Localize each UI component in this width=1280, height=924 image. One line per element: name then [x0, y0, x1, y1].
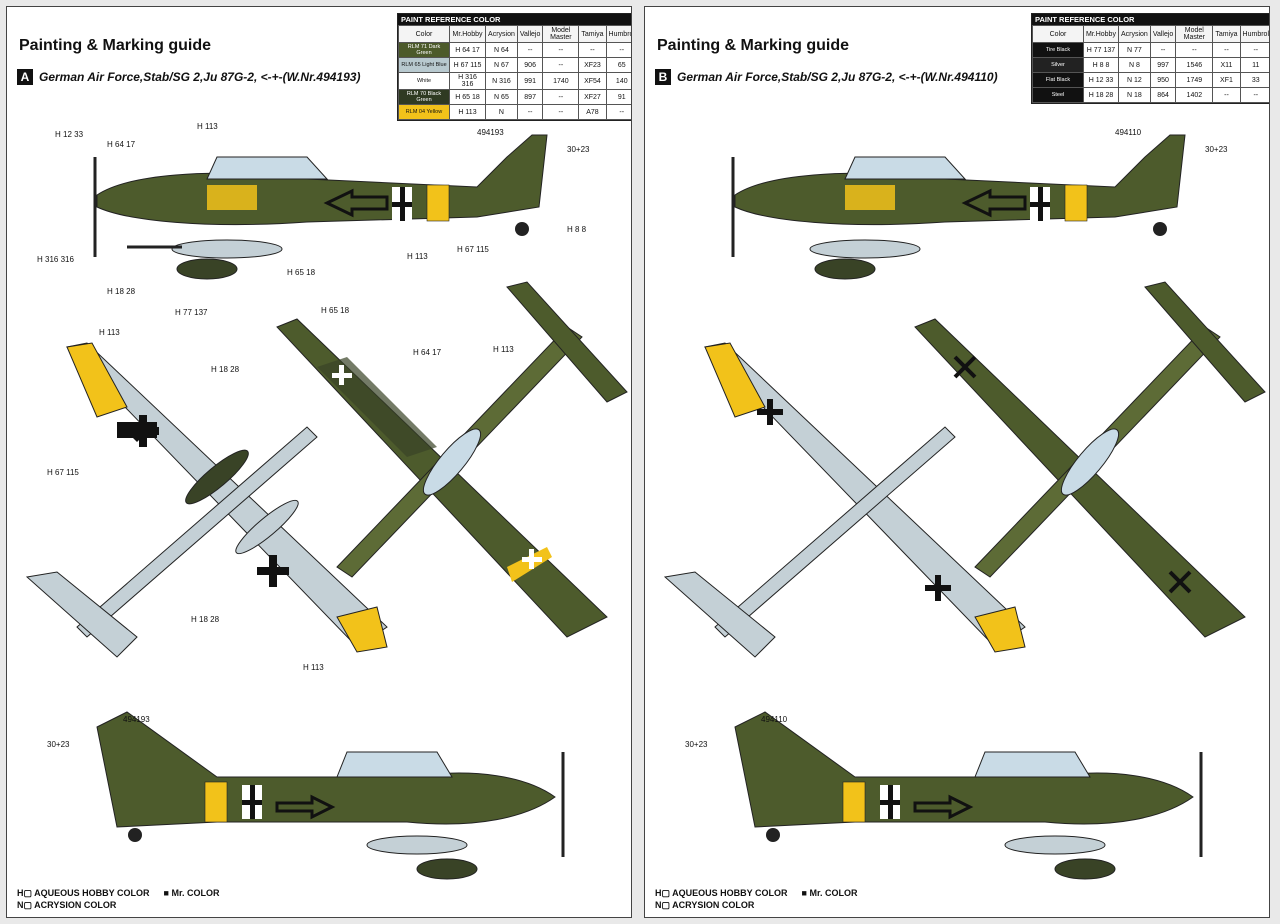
scheme-title: German Air Force,Stab/SG 2,Ju 87G-2, <-+… [39, 70, 361, 84]
callout-8: H 8 8 [567, 225, 587, 234]
callout-3: H 113 [197, 122, 218, 131]
callout-6: H 113 [407, 252, 428, 261]
serial-side-b: 494110 [1115, 128, 1142, 137]
reference-cell-color: RLM 65 Light Blue [398, 57, 450, 73]
callouts: H 12 33 H 64 17 H 113 H 316 316 H 65 18 … [37, 122, 587, 672]
scheme-title-b: German Air Force,Stab/SG 2,Ju 87G-2, <-+… [677, 70, 998, 84]
serial-side-a2: 494193 [123, 715, 150, 724]
col-acrysion: Acrysion [1117, 25, 1151, 43]
legend-b: H▢ AQUEOUS HOBBY COLOR ■ Mr. COLOR N▢ AC… [655, 887, 857, 911]
col-tamiya: Tamiya [1212, 25, 1241, 43]
upper-plan-b [914, 281, 1266, 638]
underside-plan-b [663, 342, 1026, 658]
reference-cell-modelmaster: -- [542, 104, 580, 120]
reference-grid-b: Color Mr.Hobby Acrysion Vallejo Model Ma… [1032, 25, 1269, 103]
reference-grid: Color Mr.Hobby Acrysion Vallejo Model Ma… [398, 25, 631, 120]
underside-plan [25, 342, 388, 658]
reference-cell-mrhobby: H 113 [448, 104, 487, 120]
legend-aqueous: H▢ AQUEOUS HOBBY COLOR [655, 888, 788, 898]
reference-heading: PAINT REFERENCE COLOR [398, 14, 631, 25]
legend: H▢ AQUEOUS HOBBY COLOR ■ Mr. COLOR N▢ AC… [17, 887, 219, 911]
side-profile-bottom: 494193 30+23 [47, 711, 565, 880]
callout-4: H 316 316 [37, 255, 74, 264]
reference-cell-mrhobby: H 8 8 [1083, 57, 1119, 73]
callout-17: H 18 28 [191, 615, 220, 624]
code-label-2: 30+23 [47, 740, 70, 749]
callout-10: H 77 137 [175, 308, 208, 317]
scheme-badge: A [17, 69, 33, 85]
legend-acrysion: N▢ ACRYSION COLOR [655, 900, 755, 910]
reference-cell-acrysion: N [485, 104, 518, 120]
legend-acrysion: N▢ ACRYSION COLOR [17, 900, 117, 910]
panel-a: Painting & Marking guide A German Air Fo… [6, 6, 632, 918]
legend-mrcolor: ■ Mr. COLOR [163, 888, 220, 898]
callout-5: H 65 18 [287, 268, 316, 277]
callout-2: H 64 17 [107, 140, 136, 149]
callout-9: H 18 28 [107, 287, 136, 296]
aircraft-drawings-b: 494110 30+23 [663, 128, 1266, 880]
reference-cell-color: Silver [1032, 57, 1084, 73]
reference-cell-color: Steel [1032, 87, 1084, 103]
reference-cell-acrysion: N 18 [1117, 87, 1151, 103]
col-tamiya: Tamiya [578, 25, 607, 43]
side-profile-top-b: 494110 30+23 [731, 128, 1228, 280]
callout-1: H 12 33 [55, 130, 84, 139]
col-color: Color [398, 25, 450, 43]
callout-18: H 113 [303, 663, 324, 672]
panel-b: Painting & Marking guide B German Air Fo… [644, 6, 1270, 918]
legend-mrcolor: ■ Mr. COLOR [801, 888, 858, 898]
upper-plan [276, 281, 628, 638]
reference-cell-acrysion: N 65 [485, 89, 518, 105]
callout-14: H 65 18 [321, 306, 350, 315]
col-mrhobby: Mr.Hobby [448, 25, 487, 43]
serial-side-b2: 494110 [761, 715, 788, 724]
col-humbrol: Humbrol [1239, 25, 1269, 43]
scheme-subtitle: A German Air Force,Stab/SG 2,Ju 87G-2, <… [17, 69, 360, 85]
callout-12: H 18 28 [211, 365, 240, 374]
col-color: Color [1032, 25, 1084, 43]
page-title-b: Painting & Marking guide [657, 37, 850, 54]
paint-reference-table-b: PAINT REFERENCE COLOR Color Mr.Hobby Acr… [1031, 13, 1269, 104]
callout-16: H 113 [493, 345, 514, 354]
side-profile-bottom-b: 494110 30+23 [685, 711, 1203, 880]
col-acrysion: Acrysion [485, 25, 518, 43]
reference-cell-color: RLM 71 Dark Green [398, 42, 450, 58]
scheme-badge-b: B [655, 69, 671, 85]
callout-11: H 113 [99, 328, 120, 337]
aircraft-drawings-a: 494193 30+23 [25, 122, 628, 880]
scheme-subtitle-b: B German Air Force,Stab/SG 2,Ju 87G-2, <… [655, 69, 998, 85]
code-label-b2: 30+23 [685, 740, 708, 749]
callout-15: H 64 17 [413, 348, 442, 357]
callout-13: H 67 115 [47, 468, 79, 477]
reference-cell-color: White [398, 72, 450, 90]
paint-reference-table: PAINT REFERENCE COLOR Color Mr.Hobby Acr… [397, 13, 631, 121]
reference-cell-color: RLM 04 Yellow [398, 104, 450, 120]
col-humbrol: Humbrol [605, 25, 631, 43]
reference-cell-mrhobby: H 18 28 [1083, 87, 1119, 103]
reference-cell-humbrol: -- [605, 104, 631, 120]
serial-side-a: 494193 [477, 128, 504, 137]
col-mrhobby: Mr.Hobby [1083, 25, 1119, 43]
reference-heading-b: PAINT REFERENCE COLOR [1032, 14, 1269, 25]
page-title: Painting & Marking guide [19, 37, 212, 54]
legend-aqueous: H▢ AQUEOUS HOBBY COLOR [17, 888, 150, 898]
callout-7: H 67 115 [457, 245, 489, 254]
code-label: 30+23 [567, 145, 590, 154]
col-modelmaster: Model Master [542, 25, 580, 43]
side-profile-top: 494193 30+23 [93, 128, 590, 280]
code-label-b: 30+23 [1205, 145, 1228, 154]
reference-cell-humbrol: -- [1239, 87, 1269, 103]
reference-cell-color: Flat Black [1032, 72, 1084, 88]
